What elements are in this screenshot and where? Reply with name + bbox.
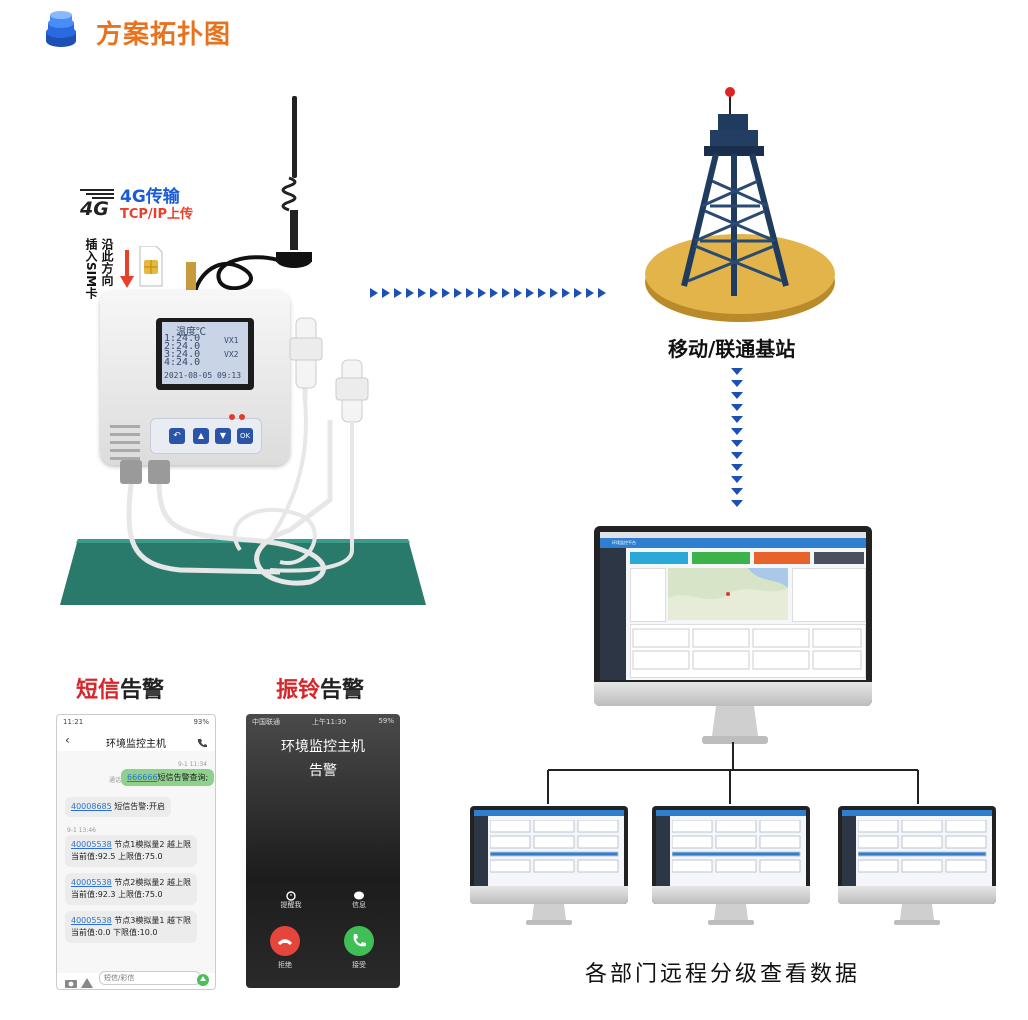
- page-title: 方案拓扑图: [96, 20, 232, 50]
- probe-cables: [100, 300, 390, 594]
- sms-alert-3-line2: 当前值:0.0 下限值:10.0: [71, 928, 158, 937]
- transmission-arrows-horizontal: [370, 284, 610, 303]
- sms-alarm-title: 短信告警: [76, 672, 164, 704]
- lcd-vx2: VX2: [224, 350, 239, 359]
- call-alarm-title-dark: 告警: [320, 678, 365, 703]
- sms-input[interactable]: [99, 971, 201, 985]
- call-battery: 59%: [378, 717, 394, 725]
- transport-subtitle: TCP/IP上传: [120, 207, 194, 222]
- sms-alert-2-line2: 当前值:92.3 上限值:75.0: [71, 890, 163, 899]
- call-phone: 中国联通 上午11:30 59% 环境监控主机 告警 提醒我 信息 拒绝 接受: [246, 714, 400, 988]
- sms-sent-bubble: 666666短信告警查询;: [121, 769, 215, 786]
- main-monitor-stand: [700, 706, 770, 750]
- vent-grille: [110, 425, 140, 465]
- sms-alert-2-line1: 节点2模拟量2 越上限: [114, 878, 191, 887]
- sms-sent-text: 短信告警查询;: [157, 773, 209, 782]
- signal-icon: [80, 186, 114, 205]
- sms-reply-1-text: 短信告警:开启: [114, 802, 165, 811]
- call-alarm-title-red: 振铃: [276, 678, 321, 703]
- keypad-panel: ↶ ▲ ▼ OK: [150, 418, 262, 454]
- sms-alert-1-line1: 节点1模拟量2 越上限: [114, 840, 191, 849]
- camera-icon[interactable]: [65, 973, 77, 989]
- base-station-label: 移动/联通基站: [668, 337, 796, 361]
- lcd-row-1: 1:24.0: [164, 333, 201, 344]
- key-down[interactable]: ▼: [215, 428, 231, 444]
- sms-reply-1-link[interactable]: 40008685: [71, 802, 112, 811]
- department-monitor-1: [470, 806, 628, 926]
- lcd-header: 温度℃: [176, 327, 206, 338]
- sim-hint-a: 沿此方向: [100, 238, 114, 286]
- accept-label: 接受: [352, 961, 366, 969]
- sim-card-icon: [138, 245, 164, 292]
- sms-group-time: 9-1 13:46: [67, 827, 96, 834]
- sms-status-battery: 93%: [193, 718, 209, 726]
- lcd-row-3: 3:24.0: [164, 349, 201, 360]
- message-icon[interactable]: [354, 886, 364, 905]
- sms-alarm-title-red: 短信: [76, 678, 121, 703]
- transport-title: 4G传输: [120, 187, 180, 207]
- call-subtitle: 告警: [309, 763, 337, 779]
- database-stack-icon: [44, 10, 78, 50]
- sms-alert-3-link[interactable]: 40005538: [71, 916, 112, 925]
- department-monitor-3: [838, 806, 996, 926]
- remind-me-label[interactable]: 提醒我: [280, 901, 302, 909]
- sms-contact-name: 环境监控主机: [106, 739, 166, 750]
- arrow-down-icon: [120, 250, 134, 294]
- sms-alert-3-line1: 节点3模拟量1 越下限: [114, 916, 191, 925]
- sim-hint-b: 插入SIM卡: [84, 238, 98, 300]
- caller-name: 环境监控主机: [281, 739, 365, 755]
- phone-call-icon[interactable]: [197, 733, 207, 752]
- sms-sent-prefix: 通话: [109, 777, 122, 784]
- sms-phone: 11:21 93% ‹ 环境监控主机 9-1 11:34 通话 666666短信…: [56, 714, 216, 990]
- net-badge: 4G: [80, 198, 109, 220]
- sms-alert-1-line2: 当前值:92.5 上限值:75.0: [71, 852, 163, 861]
- indicator-leds: [228, 406, 248, 425]
- sms-alarm-title-dark: 告警: [120, 678, 165, 703]
- sms-alert-3: 40005538 节点3模拟量1 越下限 当前值:0.0 下限值:10.0: [65, 911, 197, 943]
- key-back[interactable]: ↶: [169, 428, 185, 444]
- call-time: 上午11:30: [312, 718, 347, 726]
- key-up[interactable]: ▲: [193, 428, 209, 444]
- sms-sent-link[interactable]: 666666: [127, 773, 158, 782]
- lcd-datetime: 2021-08-05 09:13: [164, 371, 242, 380]
- lcd-row-2: 2:24.0: [164, 341, 201, 352]
- message-label[interactable]: 信息: [352, 901, 366, 909]
- decline-label: 拒绝: [278, 961, 292, 969]
- lcd-row-4: 4:24.0: [164, 357, 201, 368]
- footer-label: 各部门远程分级查看数据: [585, 962, 861, 987]
- distribution-lines: [540, 742, 930, 810]
- send-icon[interactable]: [197, 971, 209, 989]
- accept-call-button[interactable]: [344, 926, 374, 956]
- sms-sent-time: 9-1 11:34: [178, 761, 207, 768]
- decline-call-button[interactable]: [270, 926, 300, 956]
- main-monitor-app-title: 环境监控平台: [612, 540, 636, 545]
- department-monitor-2: [652, 806, 810, 926]
- key-ok[interactable]: OK: [237, 428, 253, 444]
- base-station-icon: [640, 86, 840, 330]
- lcd-display: 温度℃ 1:24.0 2:24.0 3:24.0 4:24.0 VX1 VX2 …: [162, 322, 248, 384]
- call-carrier: 中国联通: [252, 718, 280, 726]
- call-alarm-title: 振铃告警: [276, 672, 364, 704]
- sms-status-time: 11:21: [63, 718, 84, 726]
- back-chevron-icon[interactable]: ‹: [65, 733, 70, 747]
- sms-alert-2-link[interactable]: 40005538: [71, 878, 112, 887]
- antenna-icon: [180, 92, 350, 316]
- transmission-arrows-vertical: [730, 368, 744, 520]
- sms-alert-2: 40005538 节点2模拟量2 越上限 当前值:92.3 上限值:75.0: [65, 873, 197, 905]
- main-monitor-screen: 环境监控平台: [600, 532, 866, 680]
- apps-icon[interactable]: [81, 973, 93, 989]
- sms-alert-1-link[interactable]: 40005538: [71, 840, 112, 849]
- alarm-clock-icon[interactable]: [286, 886, 296, 905]
- lcd-vx1: VX1: [224, 336, 239, 345]
- sms-reply-1: 40008685 短信告警:开启: [65, 797, 171, 817]
- main-monitor-chin: [594, 682, 872, 706]
- sms-alert-1: 40005538 节点1模拟量2 越上限 当前值:92.5 上限值:75.0: [65, 835, 197, 867]
